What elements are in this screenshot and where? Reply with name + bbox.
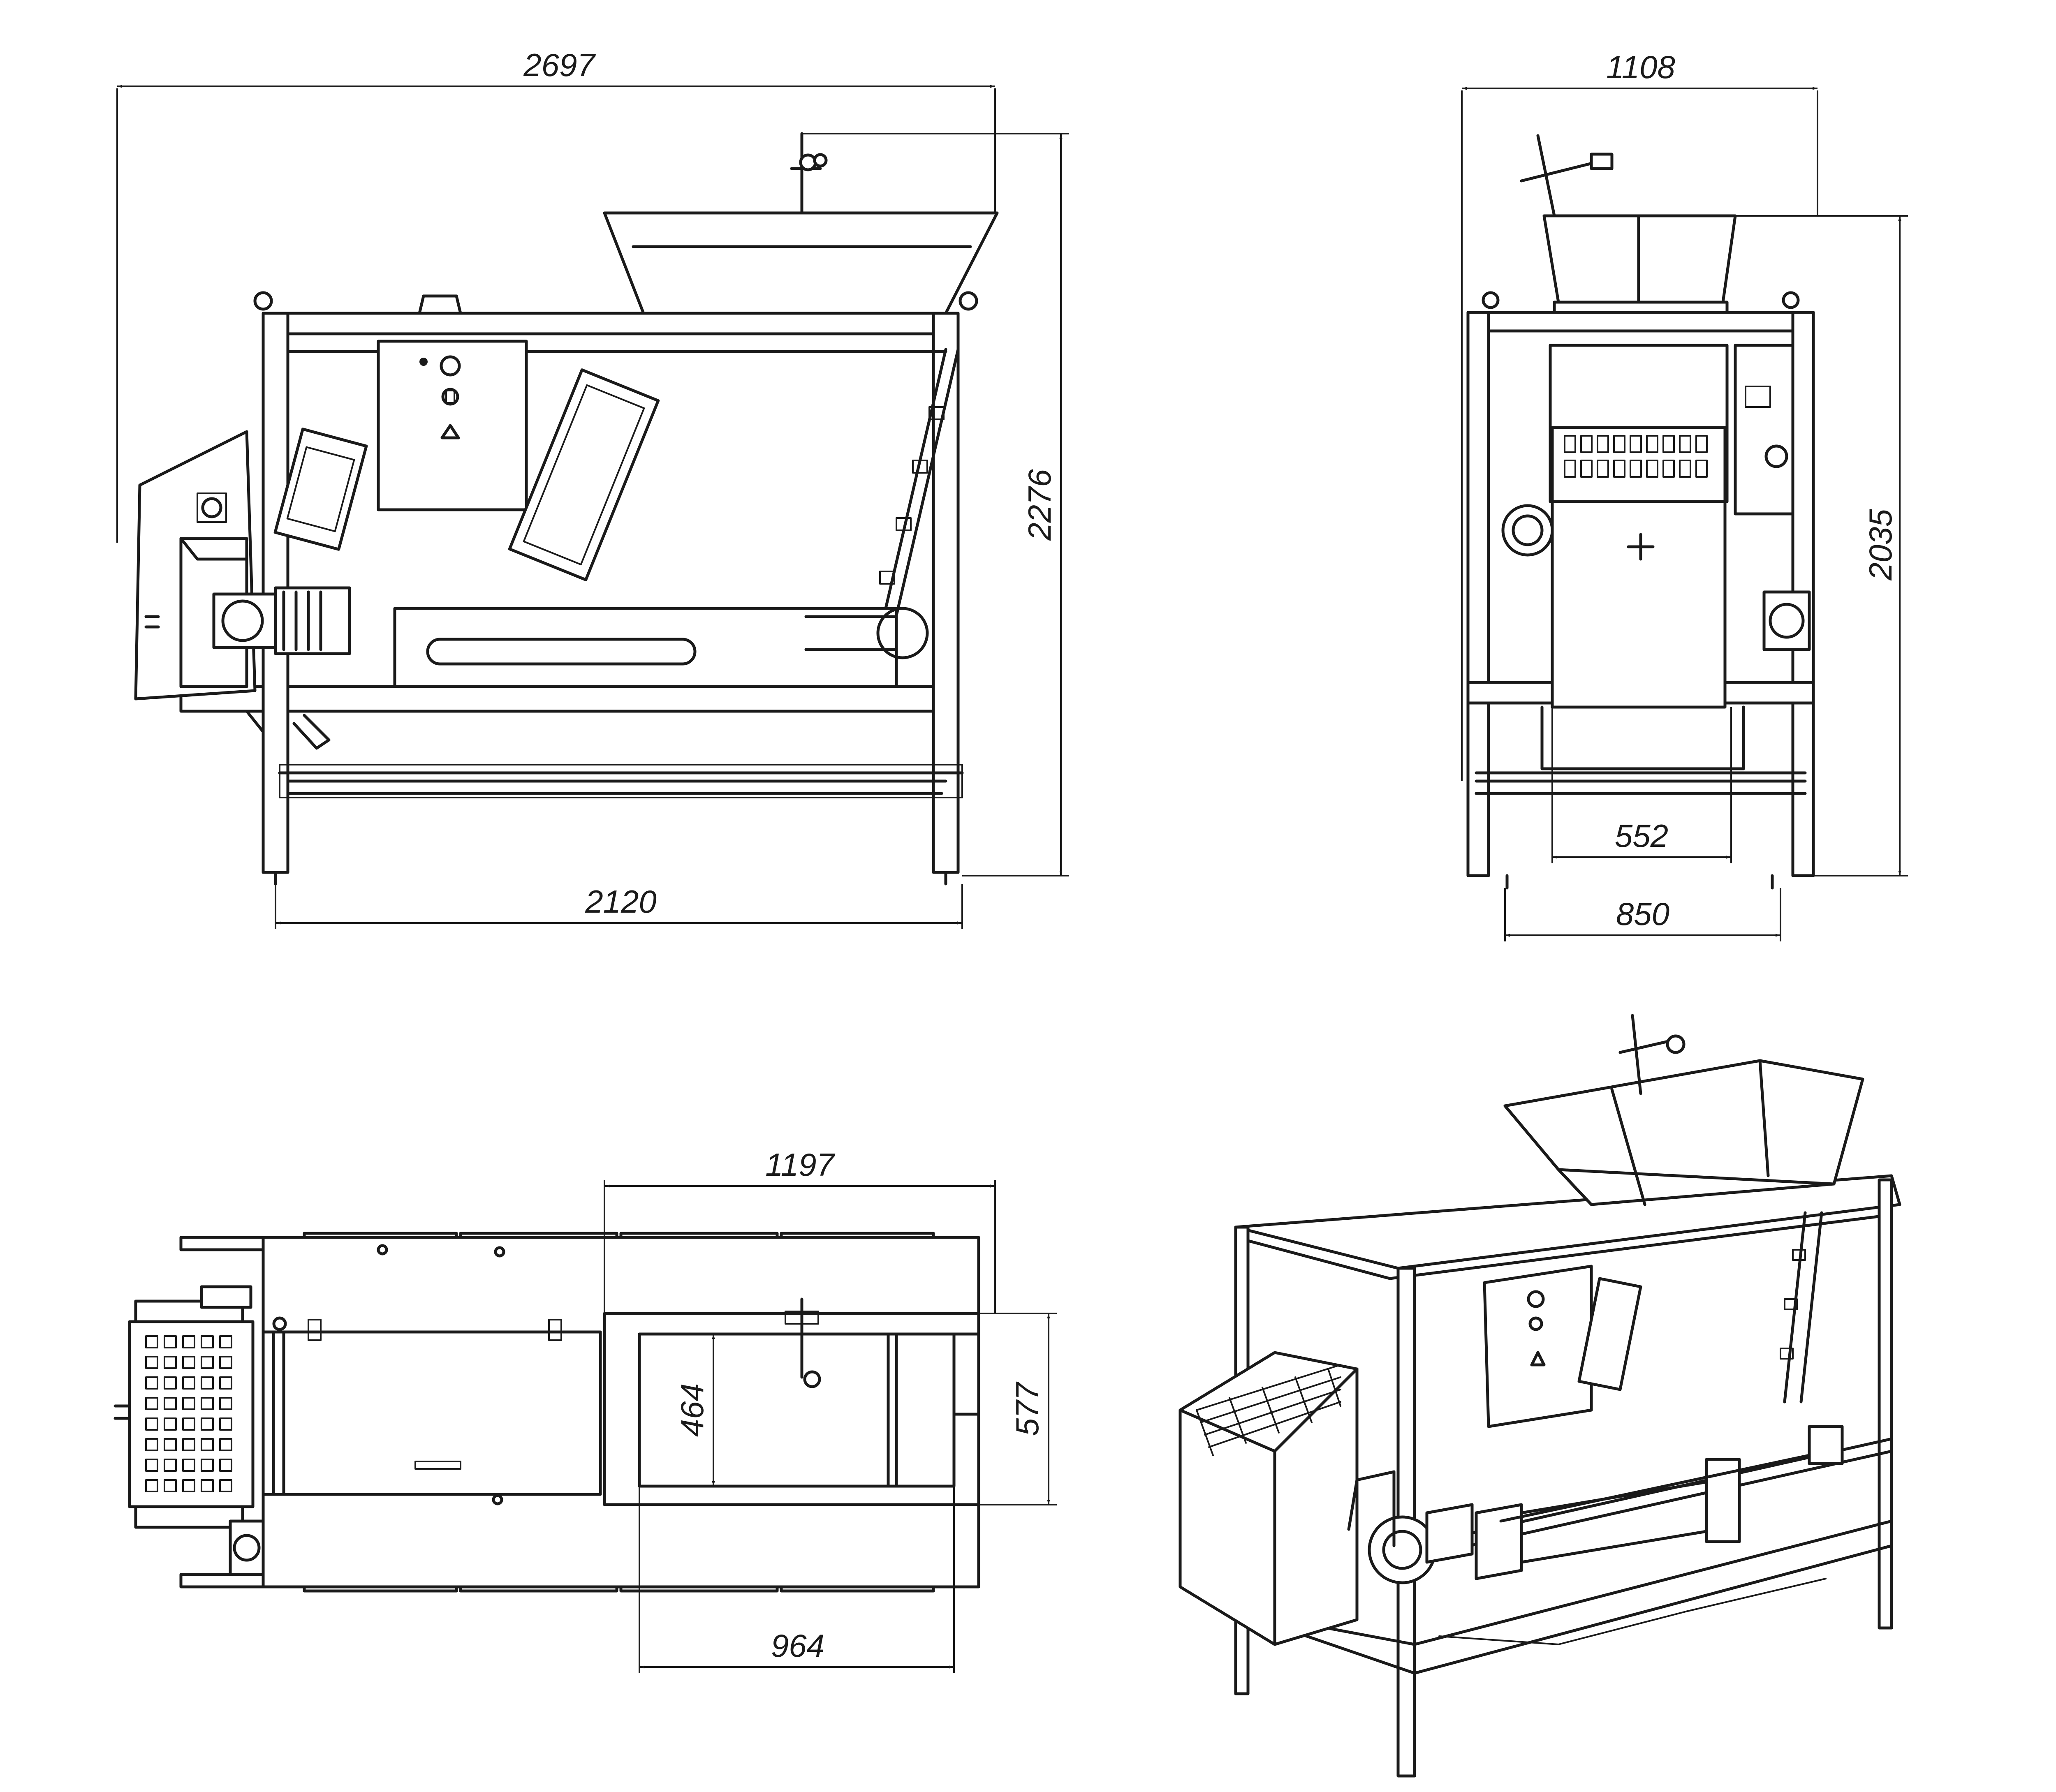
front-dim-leg-span: 850: [1616, 896, 1669, 932]
top-dim-hopper-length: 1197: [765, 1147, 835, 1183]
side-control-box: [377, 340, 528, 511]
front-dim-width: 1108: [1606, 49, 1675, 85]
top-hopper-opening: [638, 1332, 956, 1488]
top-dim-opening-width: 464: [674, 1383, 710, 1437]
side-view: 2697 2276 2120: [116, 47, 1069, 929]
top-hopper: [603, 1312, 980, 1506]
side-dim-height: 2276: [1021, 469, 1058, 541]
iso-button-grid: [1196, 1364, 1341, 1456]
front-dim-height: 2035: [1862, 509, 1899, 581]
side-dim-length: 2697: [523, 47, 596, 83]
side-dim-leg-span: 2120: [585, 883, 657, 920]
front-vent-grid: [1564, 435, 1708, 478]
top-control-panel: [128, 1320, 255, 1508]
side-hopper: [603, 211, 999, 315]
iso-control-box: [1483, 1265, 1593, 1428]
top-button-grid: [145, 1335, 232, 1492]
top-dim-opening-length: 964: [771, 1628, 824, 1664]
isometric-view: [1178, 1014, 1901, 1778]
top-dim-hopper-width: 577: [1009, 1381, 1045, 1436]
front-dim-inner-width: 552: [1615, 818, 1668, 854]
front-view: 1108 2035 552 850: [1461, 49, 1908, 941]
top-view: 1197 577 464 964: [113, 1147, 1057, 1673]
